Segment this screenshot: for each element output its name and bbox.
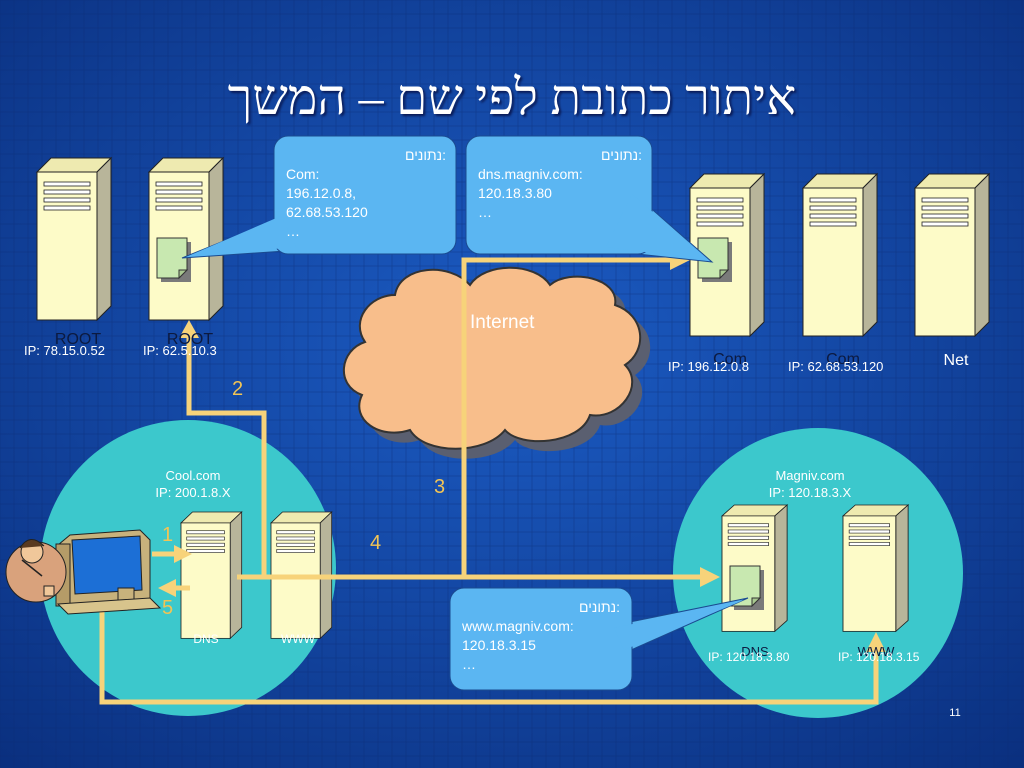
- arrow-3-line: [461, 257, 672, 577]
- callout-1-line-2: 196.12.0.8,: [286, 185, 357, 201]
- root-server-2-ip: IP: 62.5.10.3: [143, 343, 217, 358]
- slide-title: איתור כתובת לפי שם – המשך: [227, 69, 797, 125]
- computer-icon: [55, 529, 162, 615]
- cool-dns-server-icon: [180, 511, 243, 639]
- root-server-2-name: ROOT: [166, 331, 214, 348]
- root-server-1-ip: IP: 78.15.0.52: [24, 343, 105, 358]
- magniv-www-server-icon: [842, 504, 909, 632]
- root-server-1-name: ROOT: [54, 331, 102, 348]
- callout-1-line-3: 62.68.53.120: [286, 204, 368, 220]
- callout-2-line-1: dns.magniv.com:: [478, 166, 583, 182]
- net-server-icon: [914, 173, 990, 337]
- com-server-2-icon: [802, 173, 878, 337]
- step-number-1: 1: [162, 524, 174, 546]
- magniv-www-label: WWW: [857, 644, 895, 659]
- magniv-site-ip: IP: 120.18.3.X: [768, 485, 852, 500]
- person-icon: [5, 539, 67, 603]
- callout-1-line-4: …: [286, 223, 300, 239]
- cool-site-ip: IP: 200.1.8.X: [155, 485, 231, 500]
- step-number-3: 3: [434, 476, 446, 498]
- com-server-1-ip: IP: 196.12.0.8: [668, 359, 749, 374]
- root-server-1-icon: [36, 157, 112, 321]
- step-number-4: 4: [370, 532, 382, 554]
- magniv-www-ip: IP: 120.18.3.15: [838, 650, 920, 664]
- magniv-site-name: Magniv.com: [775, 468, 845, 483]
- root-data-document-icon: [156, 237, 192, 283]
- callout-bubble-3: [449, 587, 749, 691]
- cool-dns-label: DNS: [193, 632, 219, 646]
- magniv-dns-label: DNS: [741, 644, 769, 659]
- step-number-5: 5: [162, 597, 174, 619]
- magniv-dns-ip: IP: 120.18.3.80: [708, 650, 790, 664]
- callout-2-line-2: 120.18.3.80: [478, 185, 552, 201]
- callout-3-heading: :נתונים: [579, 599, 620, 615]
- com-server-2-ip: IP: 62.68.53.120: [788, 359, 884, 374]
- callout-3-line-2: 120.18.3.15: [462, 637, 536, 653]
- callout-1-text: :נתונים Com: 196.12.0.8, 62.68.53.120 …: [286, 146, 446, 241]
- callout-2-heading: :נתונים: [601, 147, 642, 163]
- cool-site-name: Cool.com: [165, 468, 221, 483]
- callout-bubble-1: [181, 135, 457, 259]
- step-number-2: 2: [232, 378, 244, 400]
- callout-2-line-3: …: [478, 204, 492, 220]
- page-number: 11: [949, 707, 961, 719]
- internet-label: Internet: [470, 312, 535, 333]
- net-server-name: Net: [943, 352, 969, 369]
- magniv-site-circle: [673, 428, 963, 718]
- arrow-2-line: [186, 336, 267, 577]
- connection-arrows: [99, 257, 879, 705]
- callout-1-line-1: Com:: [286, 166, 320, 182]
- callout-2-text: :נתונים dns.magniv.com: 120.18.3.80 …: [478, 146, 642, 222]
- callout-1-heading: :נתונים: [405, 147, 446, 163]
- callout-3-text: :נתונים www.magniv.com: 120.18.3.15 …: [462, 598, 620, 674]
- callout-3-line-3: …: [462, 656, 476, 672]
- com-server-2-name: Com: [826, 351, 860, 368]
- callout-bubble-2: [465, 135, 714, 263]
- callout-3-line-1: www.magniv.com:: [462, 618, 574, 634]
- arrow-5-line: [99, 610, 879, 705]
- com-server-1-name: Com: [713, 351, 747, 368]
- cool-www-label: WWW: [281, 632, 315, 646]
